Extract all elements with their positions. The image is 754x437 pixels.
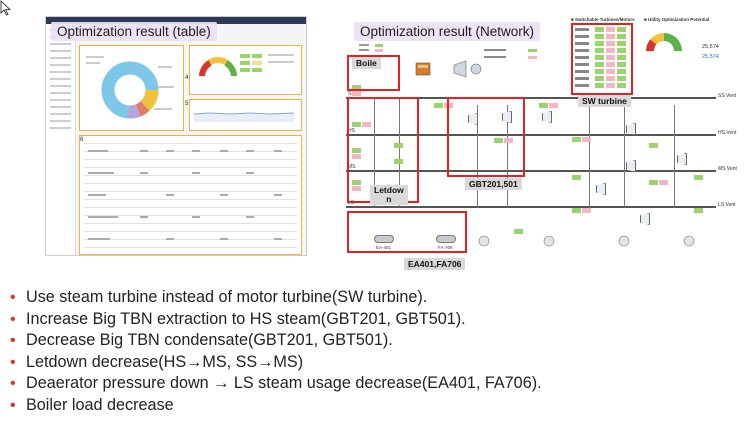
value-tag [514, 229, 523, 234]
list-item: Decrease Big TBN condensate(GBT201, GBT5… [10, 330, 542, 352]
letdown-label: Letdow n [370, 185, 408, 205]
connector [477, 105, 478, 207]
value-tag [352, 85, 361, 90]
list-item: Increase Big TBN extraction to HS steam(… [10, 309, 542, 331]
value-tag [649, 180, 658, 185]
connector [399, 97, 400, 207]
value-tag [352, 154, 361, 159]
equipment-label: EA-401 [376, 245, 392, 250]
turbine-icon [542, 111, 552, 123]
pie-chart-panel [79, 45, 184, 131]
value-tag [352, 180, 361, 185]
connector [674, 105, 675, 207]
list-item: Use steam turbine instead of motor turbi… [10, 287, 542, 309]
switchable-turbines-table [571, 23, 633, 95]
ss-header-line [346, 97, 716, 99]
gbt-label: GBT201,501 [465, 178, 522, 190]
potential-value-1: 25,574 [702, 44, 719, 50]
boiler-label: Boile [352, 57, 381, 69]
ms-header-line [346, 170, 716, 172]
boiler-and-turbine-icons [415, 60, 482, 78]
kpi-text [484, 48, 544, 63]
ms-vent-label: MS Vent [718, 166, 737, 172]
gauge-panel [189, 45, 302, 95]
ss-vent-label: SS Vent [718, 93, 737, 99]
sw-turbine-label: SW turbine [578, 95, 631, 107]
value-tag [572, 175, 581, 180]
network-panel-title: Optimization result (Network) [354, 22, 541, 41]
app-sidebar [46, 24, 76, 255]
value-tag [694, 175, 703, 180]
legend-rows [575, 27, 626, 88]
boiler-header-text [359, 43, 389, 54]
switchable-turbines-title: ■ Switchable Turbines/Motors [571, 17, 635, 22]
result-table-panel [79, 135, 302, 255]
findings-list: Use steam turbine instead of motor turbi… [10, 287, 542, 417]
value-tag [394, 143, 403, 148]
header-label-ls: LS [348, 200, 355, 206]
boiler-highlight [347, 55, 400, 91]
section-number: 5 [185, 101, 189, 107]
pump-icons [478, 235, 695, 247]
ls-vent-label: LS Vent [718, 202, 736, 208]
value-tag [352, 186, 361, 191]
section-number: 6 [80, 137, 84, 143]
value-tag [582, 208, 591, 213]
app-header-bar [46, 17, 306, 24]
ea-fa-highlight [347, 211, 467, 253]
value-tag [582, 137, 591, 142]
optimization-network-diagram: SS HS MS LS SS Vent HS Vent MS Vent LS V… [344, 15, 744, 270]
value-tag [352, 91, 361, 96]
connector [507, 105, 508, 207]
optimization-table-screenshot: 4 5 [45, 16, 307, 256]
header-label-ms: MS [348, 164, 356, 170]
hs-header-line [346, 134, 716, 136]
mouse-cursor-icon [0, 0, 12, 16]
value-tag [549, 103, 558, 108]
list-item: Letdown decrease(HS→MS, SS→MS) [10, 352, 542, 374]
value-tag [504, 138, 513, 143]
section-number: 4 [185, 75, 189, 81]
table-cell-text [88, 150, 282, 240]
connector [589, 105, 590, 207]
connector [374, 97, 375, 207]
value-tag [394, 159, 403, 164]
turbine-icon [596, 183, 606, 195]
connector [624, 105, 625, 207]
value-tag [362, 122, 371, 127]
list-item: Deaerator pressure down → LS steam usage… [10, 373, 542, 395]
header-label-ss: SS [348, 91, 355, 97]
potential-gauge-icon [646, 33, 682, 53]
potential-value-2: 25,574 [702, 54, 719, 60]
value-tag [352, 148, 361, 153]
trend-panel [189, 99, 302, 131]
value-tag [494, 138, 503, 143]
turbine-icon [677, 153, 687, 165]
table-rows [80, 143, 301, 255]
value-tag [649, 143, 658, 148]
mini-gauge-icon [199, 54, 294, 77]
vessel-icon [374, 235, 394, 243]
list-item: Boiler load decrease [10, 395, 542, 417]
ea-fa-label: EA401,FA706 [404, 258, 466, 270]
value-tag [694, 208, 703, 213]
value-tag [572, 137, 581, 142]
donut-chart [86, 56, 174, 119]
value-tag [572, 208, 581, 213]
hs-vent-label: HS Vent [718, 130, 737, 136]
value-tag [352, 122, 361, 127]
header-label-hs: HS [348, 128, 355, 134]
trend-line [193, 112, 295, 122]
equipment-label: FA-706 [438, 245, 453, 250]
utility-potential-title: ■ Utility Optimization Potential [644, 17, 710, 22]
vessel-icon [436, 235, 456, 243]
gbt-highlight [447, 97, 525, 177]
ls-header-line [346, 206, 716, 208]
value-tag [434, 103, 443, 108]
turbine-icon [640, 213, 650, 225]
table-panel-title: Optimization result (table) [51, 22, 217, 41]
value-tag [659, 180, 668, 185]
value-tag [539, 103, 548, 108]
